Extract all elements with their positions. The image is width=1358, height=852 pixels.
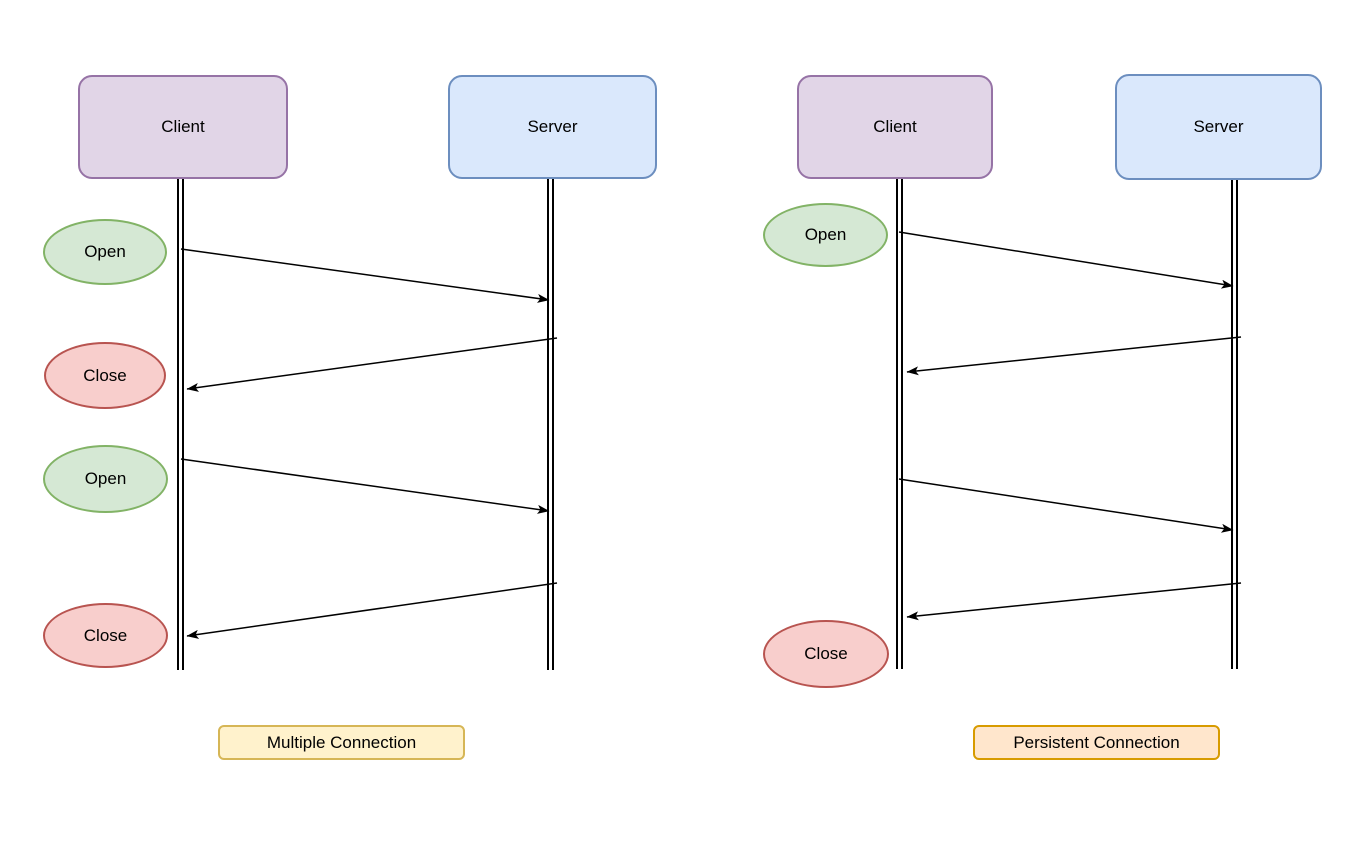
close-state-ellipse: Close — [43, 603, 168, 668]
server-lifeline — [547, 179, 554, 670]
server-actor-box: Server — [448, 75, 657, 179]
server-actor-box: Server — [1115, 74, 1322, 180]
client-actor-label: Client — [873, 117, 917, 136]
diagram-caption: Multiple Connection — [218, 725, 465, 760]
open-state-ellipse: Open — [43, 445, 168, 513]
open-state-label: Open — [84, 242, 126, 261]
close-state-ellipse: Close — [763, 620, 889, 688]
close-state-label: Close — [83, 365, 127, 385]
diagram-caption-label: Multiple Connection — [266, 732, 417, 752]
close-state-label: Close — [804, 644, 848, 663]
client-actor-box: Client — [797, 75, 993, 179]
open-state-ellipse: Open — [763, 203, 888, 267]
diagram-caption-label: Persistent Connection — [1013, 732, 1180, 752]
client-lifeline — [177, 179, 184, 670]
close-state-ellipse: Close — [44, 342, 166, 409]
diagram-caption: Persistent Connection — [973, 725, 1220, 760]
server-lifeline — [1231, 180, 1238, 669]
open-state-ellipse: Open — [43, 219, 167, 285]
client-actor-label: Client — [161, 117, 205, 136]
client-actor-box: Client — [78, 75, 288, 179]
client-lifeline — [896, 179, 903, 669]
open-state-label: Open — [804, 225, 847, 244]
close-state-label: Close — [83, 625, 128, 645]
open-state-label: Open — [84, 469, 127, 488]
server-actor-label: Server — [527, 117, 578, 136]
server-actor-label: Server — [1193, 117, 1244, 136]
